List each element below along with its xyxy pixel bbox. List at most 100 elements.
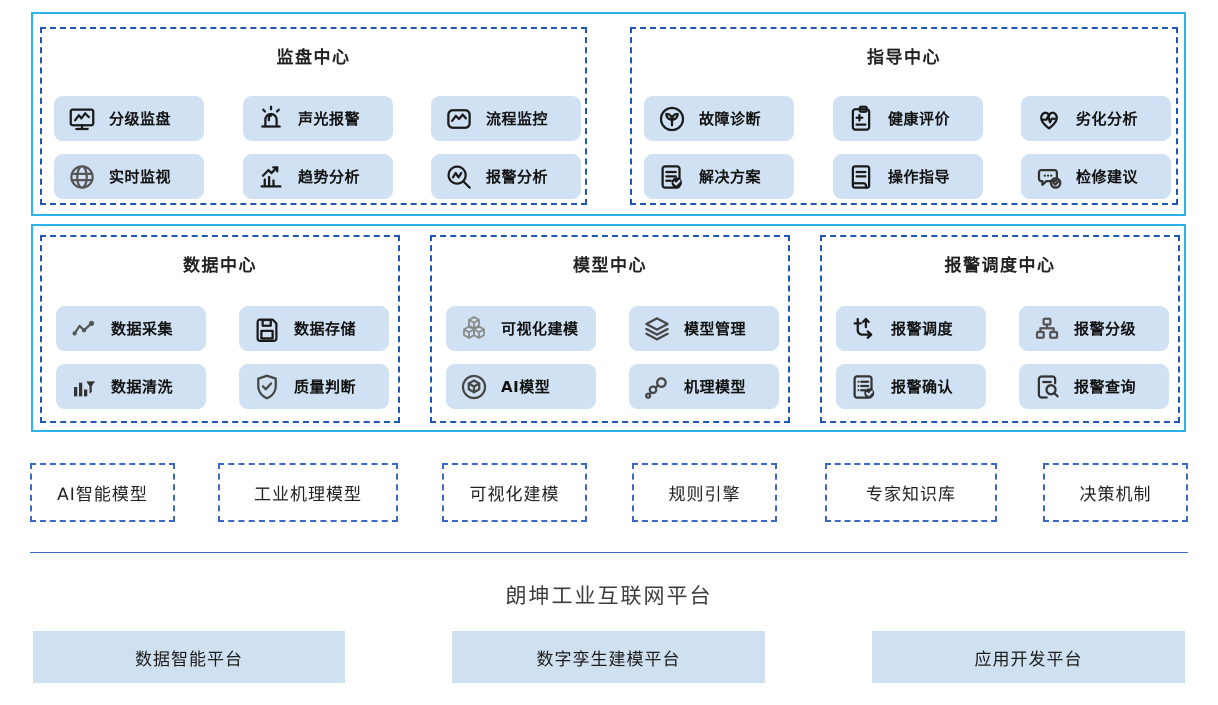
hierarchy-icon (1032, 314, 1062, 344)
chat-check-icon (1034, 162, 1064, 192)
molecule-icon (642, 372, 672, 402)
siren-icon (256, 104, 286, 134)
chip-label: 劣化分析 (1076, 110, 1139, 128)
capability-ai-intelligent-model: AI智能模型 (30, 463, 175, 522)
capability-rule-engine: 规则引擎 (632, 463, 777, 522)
chip-label: 数据存储 (294, 320, 357, 338)
doc-search-icon (1032, 372, 1062, 402)
chip-label: 机理模型 (684, 378, 747, 396)
chip-visual-modeling: 可视化建模 (446, 306, 596, 351)
chip-data-cleaning: 数据清洗 (56, 364, 206, 409)
capability-label: 专家知识库 (866, 485, 956, 505)
layers-icon (642, 314, 672, 344)
chip-label: 流程监控 (486, 110, 549, 128)
platform-bar-digital-twin: 数字孪生建模平台 (452, 631, 765, 683)
manual-book-icon (846, 162, 876, 192)
chip-sound-light-alarm: 声光报警 (243, 96, 393, 141)
capability-decision-mechanism: 决策机制 (1043, 463, 1188, 522)
capability-label: 规则引擎 (668, 485, 741, 505)
process-chart-icon (444, 104, 474, 134)
chip-label: 数据采集 (111, 320, 174, 338)
capability-label: 决策机制 (1079, 485, 1152, 505)
platform-title: 朗坤工业互联网平台 (505, 584, 713, 608)
data-center-title: 数据中心 (183, 256, 257, 276)
chip-realtime-monitoring: 实时监视 (54, 154, 204, 199)
capability-visual-modeling: 可视化建模 (442, 463, 587, 522)
chip-maintenance-suggestion: 检修建议 (1021, 154, 1171, 199)
document-check-icon (657, 162, 687, 192)
capability-industrial-mechanism-model: 工业机理模型 (218, 463, 398, 522)
platform-bar-label: 数据智能平台 (135, 649, 243, 670)
platform-bar-app-development: 应用开发平台 (872, 631, 1185, 683)
chip-label: 报警查询 (1074, 378, 1137, 396)
chip-ai-model: AI模型 (446, 364, 596, 409)
chip-label: 分级监盘 (109, 110, 172, 128)
seedling-circle-icon (657, 104, 687, 134)
platform-bar-label: 应用开发平台 (974, 649, 1083, 670)
chip-label: 报警调度 (891, 320, 954, 338)
chip-graded-monitoring: 分级监盘 (54, 96, 204, 141)
capability-label: 工业机理模型 (254, 485, 362, 505)
chip-data-collection: 数据采集 (56, 306, 206, 351)
top-section-container: 监盘中心 分级监盘 声光报警 流程监控 (31, 12, 1186, 216)
cubes-icon (459, 314, 489, 344)
chip-alarm-analysis: 报警分析 (431, 154, 581, 199)
model-center-title: 模型中心 (573, 256, 647, 276)
monitoring-center-box: 监盘中心 分级监盘 声光报警 流程监控 (40, 27, 587, 205)
trend-chart-icon (256, 162, 286, 192)
chip-label: 操作指导 (888, 168, 951, 186)
chip-process-monitoring: 流程监控 (431, 96, 581, 141)
chip-label: 健康评价 (888, 110, 951, 128)
chip-label: 质量判断 (294, 378, 357, 396)
chip-label: 报警分析 (486, 168, 549, 186)
shield-check-icon (252, 372, 282, 402)
platform-divider-line (30, 552, 1188, 553)
chip-operation-guidance: 操作指导 (833, 154, 983, 199)
middle-section-container: 数据中心 数据采集 数据存储 (31, 224, 1186, 432)
alarm-dispatch-center-box: 报警调度中心 报警调度 报警分级 (820, 235, 1180, 423)
chip-alarm-query: 报警查询 (1019, 364, 1169, 409)
capability-label: 可视化建模 (469, 485, 560, 505)
chip-data-storage: 数据存储 (239, 306, 389, 351)
globe-icon (67, 162, 97, 192)
chip-fault-diagnosis: 故障诊断 (644, 96, 794, 141)
chip-trend-analysis: 趋势分析 (243, 154, 393, 199)
list-check-icon (849, 372, 879, 402)
chip-alarm-grading: 报警分级 (1019, 306, 1169, 351)
guidance-center-box: 指导中心 故障诊断 健康评价 劣化分析 (630, 27, 1178, 205)
bars-funnel-icon (69, 372, 99, 402)
chip-label: 检修建议 (1076, 168, 1139, 186)
clipboard-plus-icon (846, 104, 876, 134)
chip-label: 实时监视 (109, 168, 172, 186)
chip-alarm-dispatch: 报警调度 (836, 306, 986, 351)
route-arrows-icon (849, 314, 879, 344)
guidance-center-title: 指导中心 (867, 48, 941, 68)
platform-bar-label: 数字孪生建模平台 (536, 649, 681, 670)
chip-label: 解决方案 (699, 168, 762, 186)
chip-label: 模型管理 (684, 320, 747, 338)
alarm-dispatch-center-title: 报警调度中心 (944, 256, 1056, 276)
platform-bar-data-intelligence: 数据智能平台 (33, 631, 345, 683)
heart-pulse-icon (1034, 104, 1064, 134)
chip-label: 报警确认 (891, 378, 954, 396)
monitor-chart-icon (67, 104, 97, 134)
chip-label: 故障诊断 (699, 110, 762, 128)
chip-model-management: 模型管理 (629, 306, 779, 351)
cube-circle-icon (459, 372, 489, 402)
chip-label: 声光报警 (298, 110, 361, 128)
chip-quality-judgment: 质量判断 (239, 364, 389, 409)
chip-health-evaluation: 健康评价 (833, 96, 983, 141)
chip-label: AI模型 (501, 378, 551, 396)
chip-solution: 解决方案 (644, 154, 794, 199)
capability-label: AI智能模型 (57, 485, 148, 505)
magnifier-wave-icon (444, 162, 474, 192)
monitoring-center-title: 监盘中心 (276, 48, 351, 68)
capability-expert-knowledge-base: 专家知识库 (825, 463, 997, 522)
chip-alarm-confirm: 报警确认 (836, 364, 986, 409)
chip-label: 可视化建模 (501, 320, 579, 338)
floppy-disk-icon (252, 314, 282, 344)
chip-degradation-analysis: 劣化分析 (1021, 96, 1171, 141)
chip-label: 趋势分析 (298, 168, 361, 186)
chip-mechanism-model: 机理模型 (629, 364, 779, 409)
